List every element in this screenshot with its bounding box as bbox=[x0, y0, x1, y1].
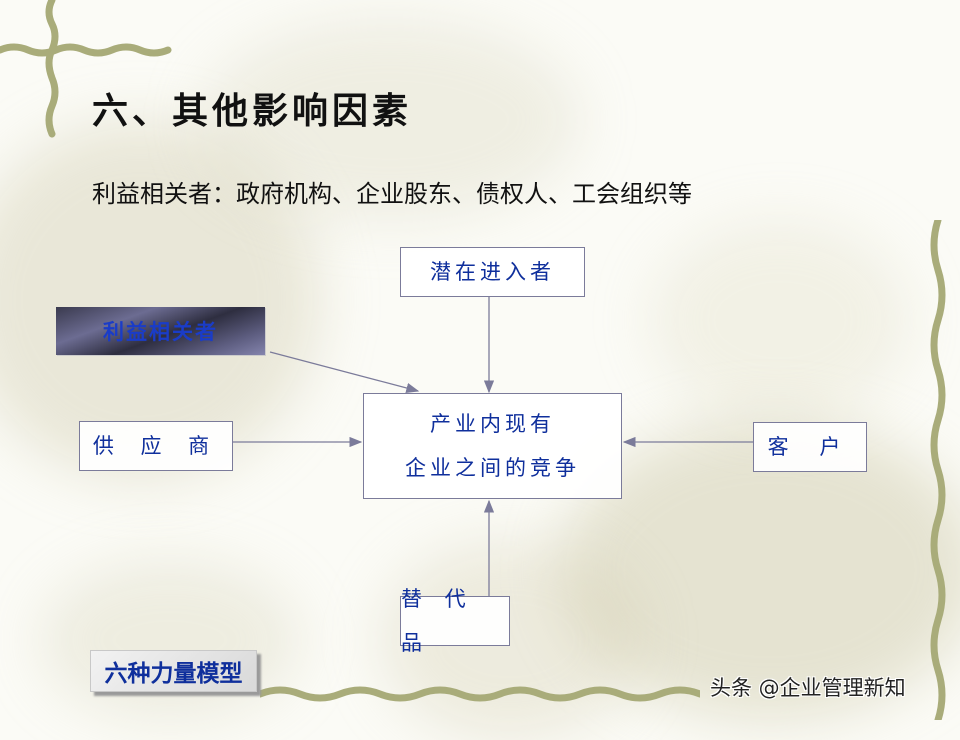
stakeholders-box: 利益相关者 bbox=[56, 307, 265, 355]
arrow-stakeholder-to-center bbox=[269, 351, 420, 394]
vine-decoration-top-left bbox=[0, 0, 172, 138]
potential-entrants-box: 潜在进入者 bbox=[400, 247, 585, 297]
substitutes-box: 替 代 品 bbox=[400, 587, 510, 655]
customers-box: 客 户 bbox=[753, 422, 867, 472]
background-blossom bbox=[200, 20, 580, 220]
industry-rivalry-line1: 产业内现有 bbox=[430, 412, 555, 436]
watermark: 头条 @企业管理新知 bbox=[710, 676, 906, 700]
suppliers-box: 供 应 商 bbox=[79, 421, 233, 471]
slide-title: 六、其他影响因素 bbox=[92, 90, 413, 132]
diagram-arrows bbox=[233, 297, 753, 596]
customers-label: 客 户 bbox=[767, 435, 853, 459]
suppliers-label: 供 应 商 bbox=[92, 434, 220, 458]
slide-subtitle: 利益相关者：政府机构、企业股东、债权人、工会组织等 bbox=[92, 180, 692, 208]
substitutes-label: 替 代 品 bbox=[401, 587, 474, 655]
background-blossom bbox=[650, 220, 910, 420]
stakeholders-label: 利益相关者 bbox=[103, 319, 218, 344]
industry-rivalry-box: 产业内现有 企业之间的竞争 bbox=[363, 393, 622, 499]
background-blossom bbox=[0, 120, 320, 480]
vine-decoration-bottom bbox=[260, 686, 700, 702]
model-name-label: 六种力量模型 bbox=[104, 661, 243, 687]
model-name-badge: 六种力量模型 bbox=[90, 650, 257, 692]
industry-rivalry-line2: 企业之间的竞争 bbox=[405, 456, 580, 480]
vine-decoration-right bbox=[930, 220, 946, 720]
potential-entrants-label: 潜在进入者 bbox=[430, 260, 555, 284]
background-blossom bbox=[40, 560, 300, 720]
